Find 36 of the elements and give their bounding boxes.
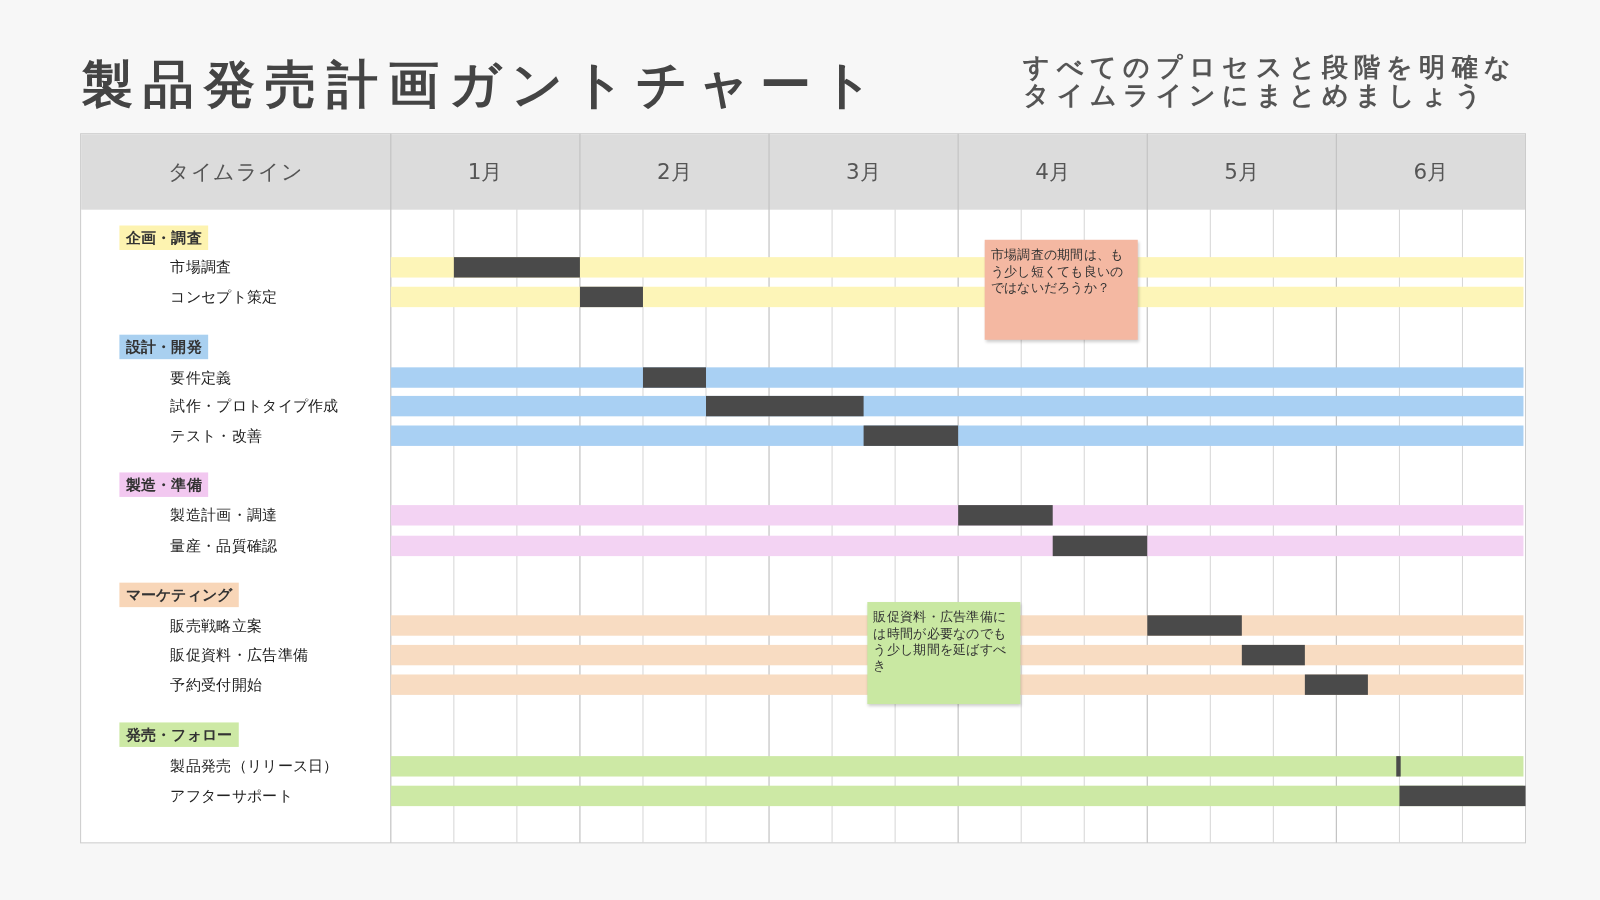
month-header: 6月 <box>1412 158 1450 186</box>
task-name: 量産・品質確認 <box>170 535 278 557</box>
task-bar <box>1147 615 1242 636</box>
task-name: コンセプト策定 <box>170 286 278 308</box>
task-name: 販促資料・広告準備 <box>170 644 309 666</box>
task-bar <box>1304 674 1368 695</box>
task-bar <box>1399 785 1526 807</box>
task-name: アフターサポート <box>170 785 293 807</box>
milestone-marker <box>1396 756 1401 777</box>
task-name: 要件定義 <box>170 367 232 388</box>
month-header: 5月 <box>1223 158 1261 186</box>
month-header: 1月 <box>466 158 504 186</box>
category-tag: 製造・準備 <box>119 472 209 497</box>
task-name: 販売戦略立案 <box>170 615 263 636</box>
chart-title: 製品発売計画ガントチャート <box>81 54 884 117</box>
category-tag: 発売・フォロー <box>119 722 239 747</box>
category-tag: マーケティング <box>119 582 239 608</box>
task-name: 試作・プロトタイプ作成 <box>170 395 339 417</box>
task-name: 製造計画・調達 <box>170 505 278 526</box>
category-tag: 設計・開発 <box>119 334 209 360</box>
task-bar <box>642 367 706 388</box>
column-header: タイムライン <box>167 158 305 186</box>
task-name: 製品発売（リリース日） <box>170 756 339 777</box>
subtitle: すべてのプロセスと段階を明確なタイムラインにまとめましょう <box>1023 53 1518 111</box>
task-name: 市場調査 <box>170 257 232 278</box>
category-tag: 企画・調査 <box>119 225 209 250</box>
sticky-note: 市場調査の期間は、もう少し短くても良いのではないだろうか？ <box>984 239 1138 340</box>
task-bar <box>706 395 864 417</box>
month-header: 4月 <box>1034 158 1072 186</box>
task-bar <box>453 257 580 278</box>
sticky-note: 販促資料・広告準備には時間が必要なのでもう少し期間を延ばすべき <box>867 602 1021 705</box>
task-name: 予約受付開始 <box>170 674 263 695</box>
month-header: 3月 <box>845 158 883 186</box>
task-name: テスト・改善 <box>170 425 263 446</box>
month-header: 2月 <box>655 158 693 186</box>
task-bar <box>958 505 1053 526</box>
